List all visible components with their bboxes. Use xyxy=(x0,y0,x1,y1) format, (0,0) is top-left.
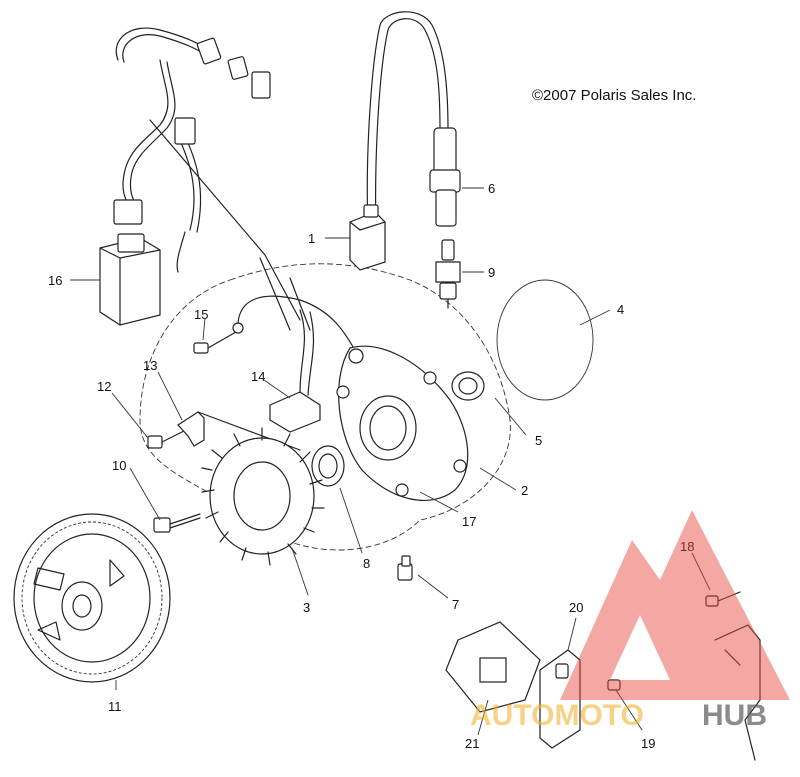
callout-15: 15 xyxy=(194,307,208,322)
spark-plug-cap xyxy=(429,127,461,227)
callout-labels: 1 2 3 4 5 6 7 8 9 10 11 12 13 14 15 16 1… xyxy=(48,181,694,751)
pickup-sensor xyxy=(259,257,321,433)
callout-20: 20 xyxy=(569,600,583,615)
regulator-module-21 xyxy=(445,621,541,713)
callout-9: 9 xyxy=(488,265,495,280)
callout-1: 1 xyxy=(308,231,315,246)
stator xyxy=(201,427,325,566)
watermark-text-part2: HUB xyxy=(702,699,767,732)
stator-plate xyxy=(336,345,469,501)
engine-cover-outline xyxy=(139,263,511,551)
seal-8 xyxy=(311,445,345,487)
callout-8: 8 xyxy=(363,556,370,571)
callout-3: 3 xyxy=(303,600,310,615)
wire-harness xyxy=(113,27,301,321)
callout-19: 19 xyxy=(641,736,655,751)
ignition-coil xyxy=(349,11,449,271)
watermark-logo: AUTOMOTO HUB xyxy=(470,510,790,732)
spark-plug xyxy=(435,239,461,309)
callout-12: 12 xyxy=(97,379,111,394)
callout-13: 13 xyxy=(143,358,157,373)
bolt-12 xyxy=(147,429,187,449)
callout-2: 2 xyxy=(521,483,528,498)
connector-right xyxy=(714,624,761,761)
callout-7: 7 xyxy=(452,597,459,612)
callout-6: 6 xyxy=(488,181,495,196)
callout-21: 21 xyxy=(465,736,479,751)
callout-18: 18 xyxy=(680,539,694,554)
callout-14: 14 xyxy=(251,369,265,384)
copyright-text: ©2007 Polaris Sales Inc. xyxy=(532,87,696,104)
callout-11: 11 xyxy=(108,699,122,714)
bolt-15 xyxy=(193,295,361,361)
callout-17: 17 xyxy=(462,514,476,529)
oil-seal-5 xyxy=(451,371,485,401)
watermark-text-part1: AUTOMOTO xyxy=(470,699,644,732)
o-ring xyxy=(496,279,594,401)
watermark-triangle-shape xyxy=(560,510,790,700)
flywheel xyxy=(13,513,171,683)
leader-lines xyxy=(70,187,711,736)
bolt-18 xyxy=(705,591,741,607)
callout-5: 5 xyxy=(535,433,542,448)
bolt-7 xyxy=(397,555,413,581)
cdi-module xyxy=(99,233,161,326)
callout-16: 16 xyxy=(48,273,62,288)
bolt-10 xyxy=(153,513,201,533)
screw-19 xyxy=(607,679,621,691)
callout-4: 4 xyxy=(617,302,624,317)
callout-10: 10 xyxy=(112,458,126,473)
